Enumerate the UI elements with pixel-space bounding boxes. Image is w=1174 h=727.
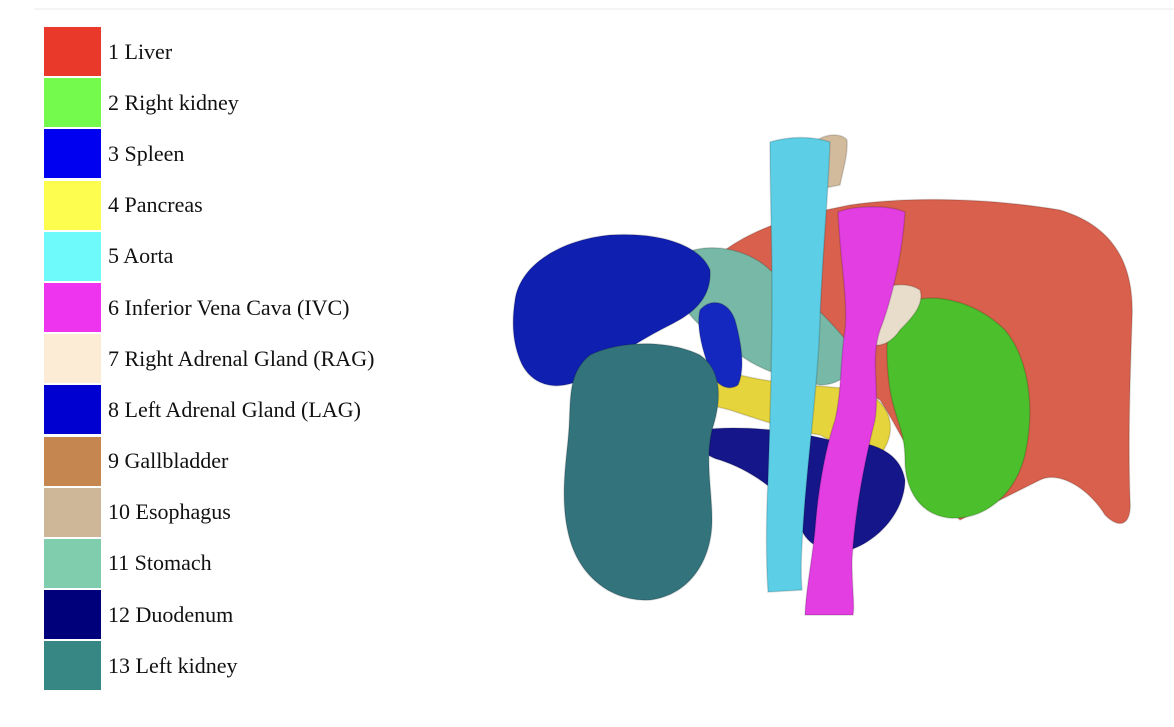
- legend-label: 12 Duodenum: [108, 601, 234, 627]
- legend-item: 7 Right Adrenal Gland (RAG): [44, 333, 374, 384]
- legend-label: 13 Left kidney: [108, 652, 238, 678]
- legend-label: 1 Liver: [108, 38, 173, 64]
- aorta-shape: [765, 136, 831, 593]
- legend-swatch: [44, 641, 101, 691]
- legend-item: 2 Right kidney: [44, 77, 374, 128]
- legend-swatch: [44, 385, 101, 435]
- top-divider: [34, 8, 1174, 10]
- legend-item: 5 Aorta: [44, 231, 374, 282]
- legend-swatch: [44, 334, 101, 384]
- legend-swatch: [44, 27, 101, 77]
- legend-label: 6 Inferior Vena Cava (IVC): [108, 294, 350, 320]
- legend-label: 2 Right kidney: [108, 89, 239, 115]
- legend-item: 1 Liver: [44, 26, 374, 77]
- legend-item: 4 Pancreas: [44, 180, 374, 231]
- legend-swatch: [44, 231, 101, 281]
- legend-swatch: [44, 487, 101, 537]
- legend-label: 11 Stomach: [108, 550, 212, 576]
- legend-item: 13 Left kidney: [44, 640, 374, 691]
- legend-swatch: [44, 129, 101, 179]
- legend-label: 5 Aorta: [108, 243, 174, 269]
- legend-item: 12 Duodenum: [44, 589, 374, 640]
- right-kidney-shape: [886, 297, 1031, 519]
- legend-label: 10 Esophagus: [108, 499, 231, 525]
- legend-label: 9 Gallbladder: [108, 448, 229, 474]
- legend-item: 9 Gallbladder: [44, 436, 374, 487]
- legend-item: 3 Spleen: [44, 128, 374, 179]
- legend-item: 10 Esophagus: [44, 487, 374, 538]
- spleen-shape: [512, 233, 711, 387]
- legend-swatch: [44, 78, 101, 128]
- legend-item: 8 Left Adrenal Gland (LAG): [44, 384, 374, 435]
- left-kidney-shape: [563, 343, 720, 601]
- legend-swatch: [44, 436, 101, 486]
- legend-swatch: [44, 283, 101, 333]
- legend-swatch: [44, 180, 101, 230]
- legend-label: 8 Left Adrenal Gland (LAG): [108, 396, 361, 422]
- ivc-shape: [804, 206, 906, 616]
- legend-item: 6 Inferior Vena Cava (IVC): [44, 282, 374, 333]
- legend-swatch: [44, 590, 101, 640]
- legend-item: 11 Stomach: [44, 538, 374, 589]
- legend-swatch: [44, 538, 101, 588]
- legend-label: 3 Spleen: [108, 140, 185, 166]
- legend-label: 7 Right Adrenal Gland (RAG): [108, 345, 375, 371]
- legend-label: 4 Pancreas: [108, 192, 203, 218]
- organ-legend: 1 Liver 2 Right kidney 3 Spleen 4 Pancreas 5…: [44, 26, 374, 691]
